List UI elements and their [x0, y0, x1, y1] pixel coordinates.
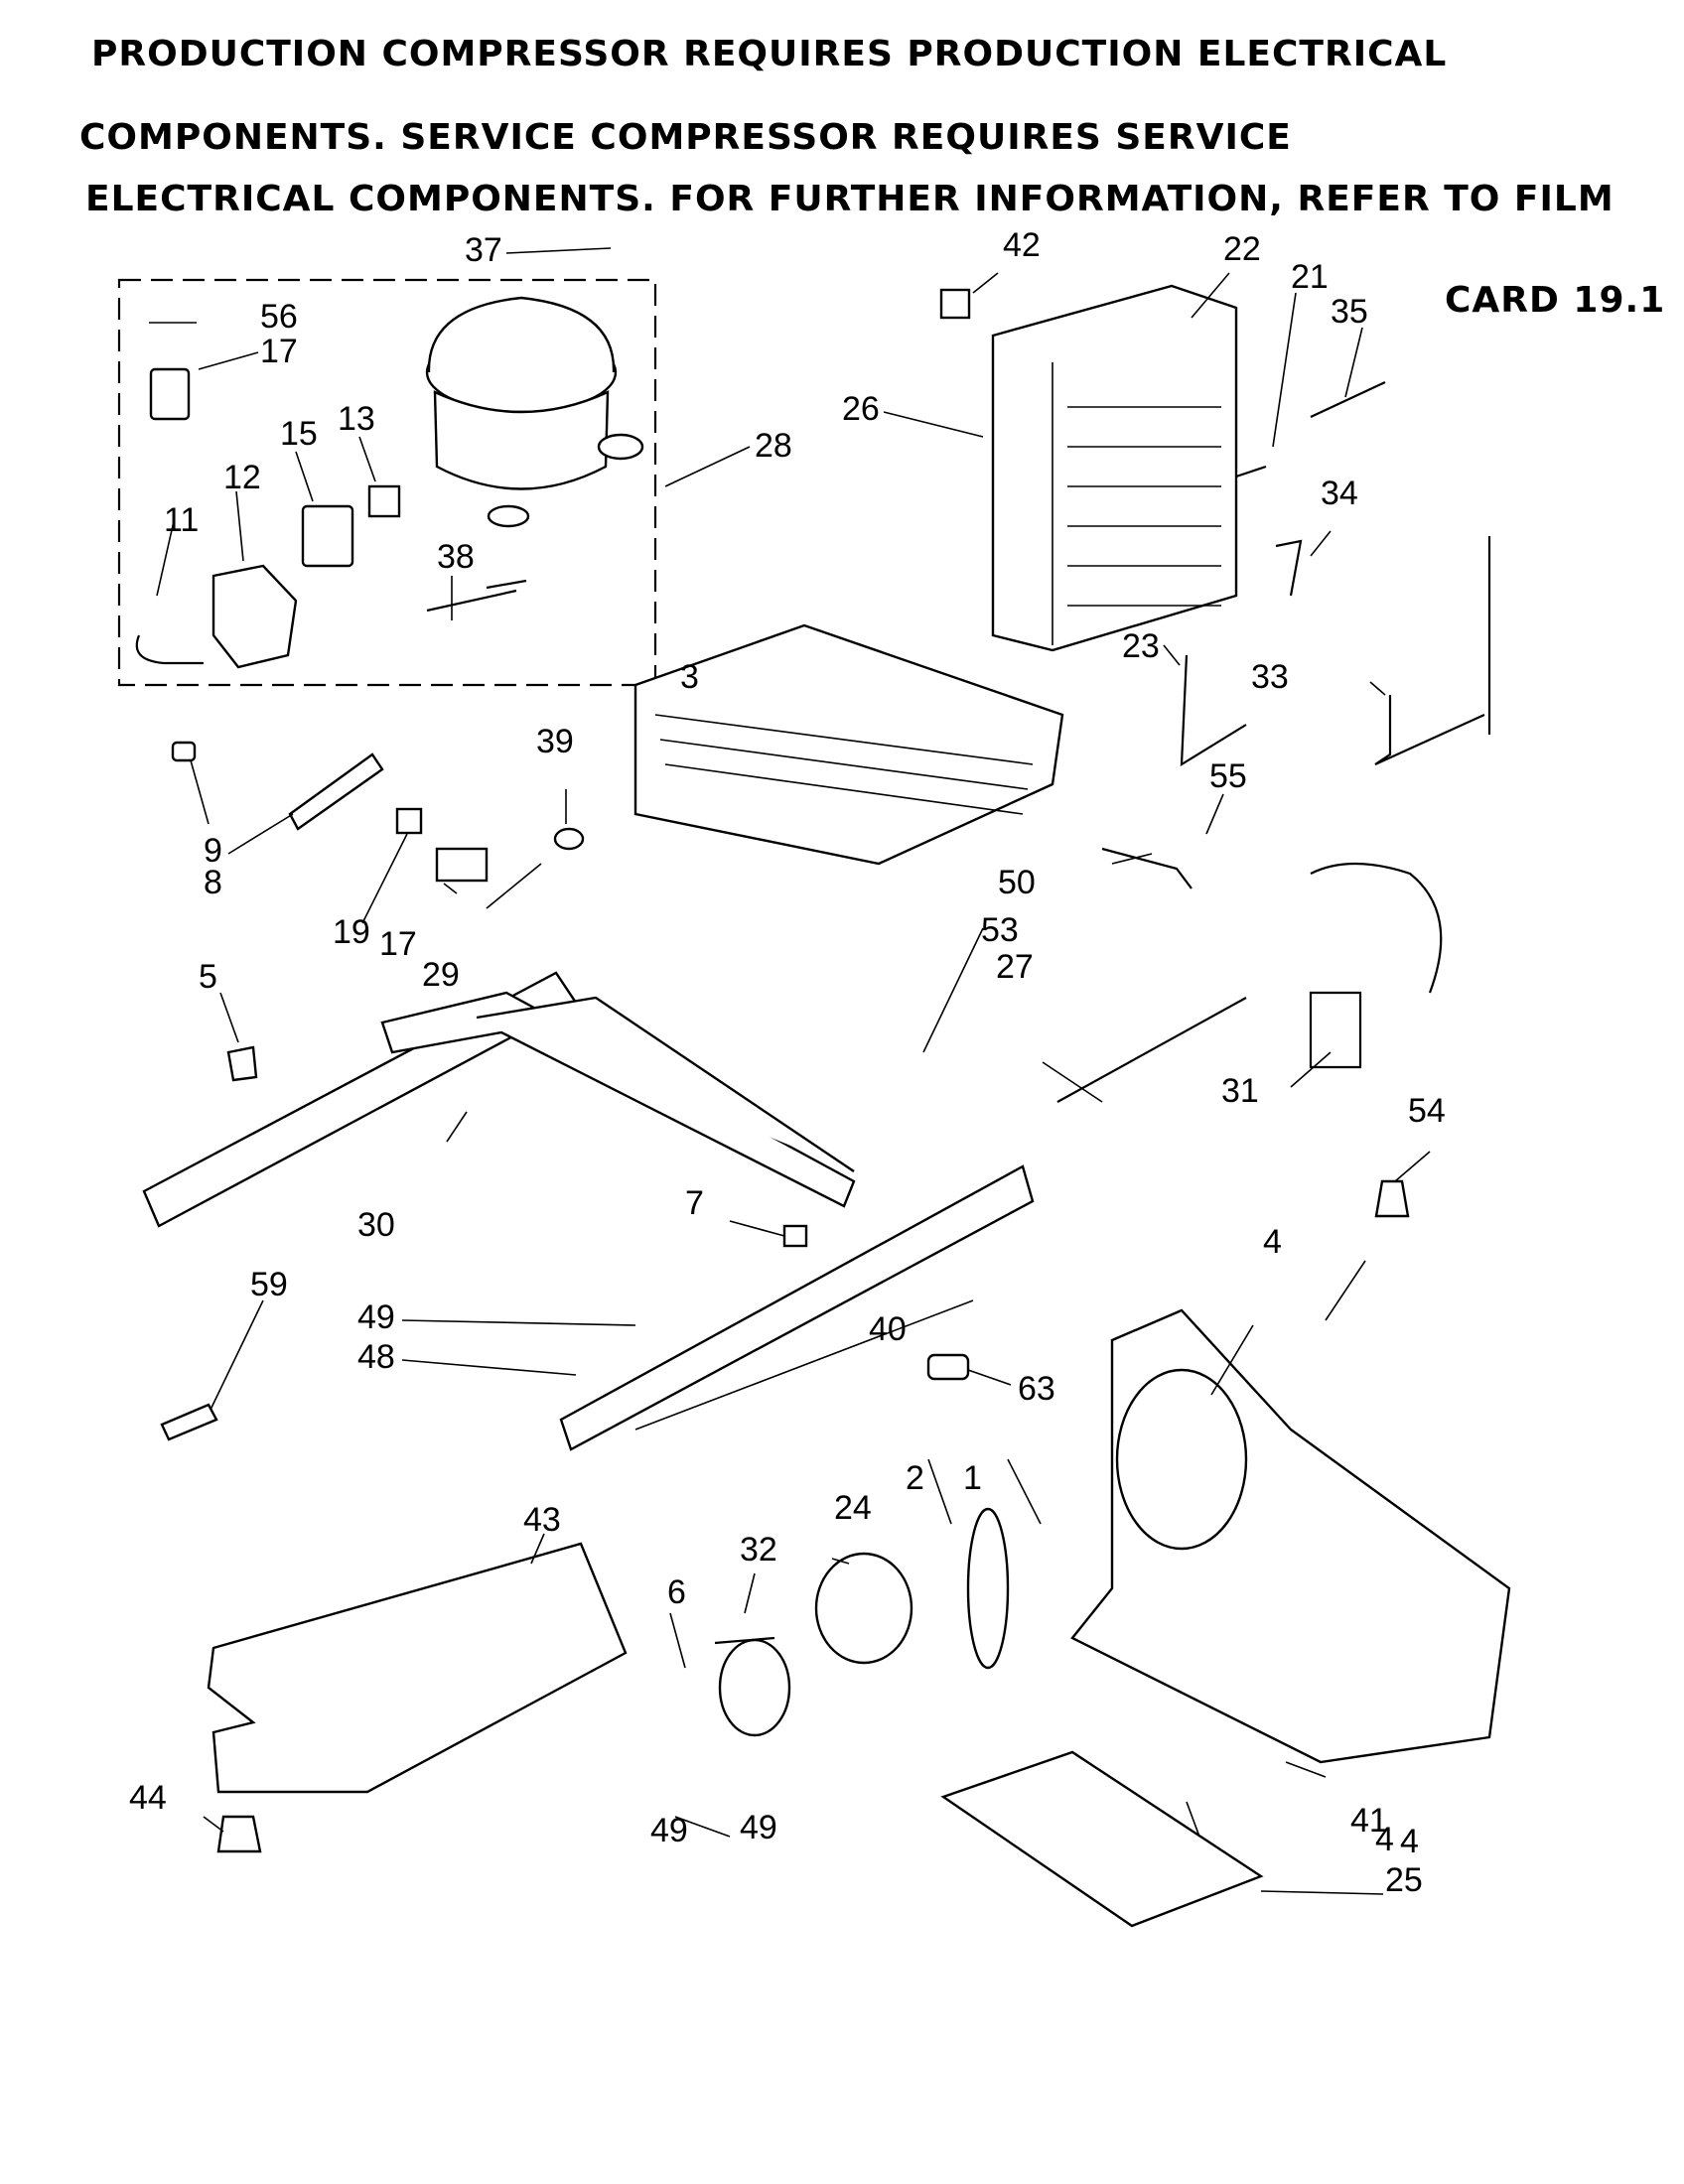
callout-9: 9: [204, 832, 222, 870]
callout-2: 2: [906, 1459, 924, 1497]
callout-21: 21: [1291, 258, 1329, 296]
callout-43: 43: [523, 1501, 561, 1539]
callout-17-low: 17: [379, 925, 417, 963]
callout-12: 12: [223, 459, 261, 496]
part-32: [714, 1636, 775, 1645]
notice-line-1: PRODUCTION COMPRESSOR REQUIRES PRODUCTIO…: [91, 34, 1448, 74]
callout-38: 38: [437, 538, 475, 576]
callout-54: 54: [1408, 1092, 1446, 1130]
evaporator: [633, 623, 1064, 866]
tube-part-23: [1180, 654, 1247, 767]
part-9: [171, 741, 197, 762]
callout-29: 29: [422, 956, 460, 994]
overload-part-12: [211, 564, 298, 669]
callout-55: 55: [1209, 757, 1247, 795]
callout-4-top: 4: [1263, 1223, 1282, 1261]
part-35: [1310, 381, 1386, 418]
callout-56: 56: [260, 298, 298, 336]
callout-24: 24: [834, 1489, 872, 1527]
harness-part-38: [426, 579, 527, 613]
part-50: [1101, 847, 1193, 889]
relay-part-17: [149, 367, 191, 421]
callout-1: 1: [963, 1459, 982, 1497]
drain-pan: [940, 1750, 1264, 1928]
callout-50: 50: [998, 864, 1036, 901]
notice-line-3: ELECTRICAL COMPONENTS. FOR FURTHER INFOR…: [85, 179, 1614, 219]
part-5: [226, 1045, 258, 1082]
callout-17-top: 17: [260, 333, 298, 370]
relay-part-15: [301, 504, 354, 568]
callout-49-left: 49: [357, 1298, 395, 1336]
callout-49-low: 49: [650, 1812, 688, 1849]
bracket-part-42: [939, 288, 971, 320]
plug-part-54: [1374, 1179, 1410, 1218]
callout-32: 32: [740, 1531, 777, 1569]
shroud-opening: [1115, 1368, 1248, 1551]
compressor: [425, 296, 644, 528]
callout-37: 37: [465, 231, 502, 269]
callout-13: 13: [338, 400, 375, 438]
part-39: [553, 827, 585, 851]
callout-25: 25: [1385, 1861, 1423, 1899]
callout-34: 34: [1321, 475, 1358, 512]
callout-44: 44: [129, 1779, 167, 1817]
callout-5: 5: [199, 958, 217, 996]
part-21: [1235, 465, 1267, 478]
callout-41: 41: [1350, 1802, 1388, 1840]
callout-26: 26: [842, 390, 880, 428]
callout-30: 30: [357, 1206, 395, 1244]
callout-8: 8: [204, 864, 222, 901]
frame-rails: [142, 971, 1035, 1451]
notice-line-2: COMPONENTS. SERVICE COMPRESSOR REQUIRES …: [79, 117, 1292, 158]
callout-7: 7: [685, 1184, 704, 1222]
foot-part-44: [216, 1815, 262, 1853]
callout-27: 27: [996, 948, 1034, 986]
fan-motor: [718, 1507, 1010, 1737]
clip-part-11: [135, 634, 204, 665]
callout-48: 48: [357, 1338, 395, 1376]
callout-39: 39: [536, 723, 574, 760]
part-17b: [435, 847, 489, 883]
notice-line-4: CARD 19.1: [1445, 280, 1666, 321]
tube-part-33: [1374, 536, 1491, 766]
condenser: [991, 284, 1238, 652]
part-59: [160, 1403, 218, 1441]
callout-11: 11: [164, 501, 199, 539]
callout-6: 6: [667, 1573, 686, 1611]
part-8: [288, 752, 384, 831]
callout-42: 42: [1003, 226, 1041, 264]
fan-shroud: [1070, 1308, 1511, 1764]
callout-49-right: 49: [740, 1809, 777, 1846]
callout-15: 15: [280, 415, 318, 453]
callout-53: 53: [981, 911, 1019, 949]
callout-19: 19: [333, 913, 370, 951]
callout-59: 59: [250, 1266, 288, 1303]
callout-3: 3: [680, 658, 699, 696]
callout-63: 63: [1018, 1370, 1055, 1408]
callout-40: 40: [869, 1310, 907, 1348]
part-63: [926, 1353, 970, 1381]
part-7: [782, 1224, 808, 1248]
callout-33: 33: [1251, 658, 1289, 696]
base-plate: [207, 1542, 628, 1794]
part-19: [395, 807, 423, 835]
callout-4-mid: 4: [1375, 1821, 1394, 1858]
callout-4-low: 4: [1400, 1823, 1419, 1860]
callout-31: 31: [1221, 1072, 1259, 1110]
callout-22: 22: [1223, 230, 1261, 268]
part-34: [1275, 539, 1303, 597]
bracket-part-13: [367, 484, 401, 518]
callout-23: 23: [1122, 627, 1160, 665]
callout-28: 28: [755, 427, 792, 465]
callout-35: 35: [1331, 293, 1368, 331]
harness-part-31: [1309, 862, 1443, 1069]
drier-part-27: [1056, 997, 1247, 1103]
